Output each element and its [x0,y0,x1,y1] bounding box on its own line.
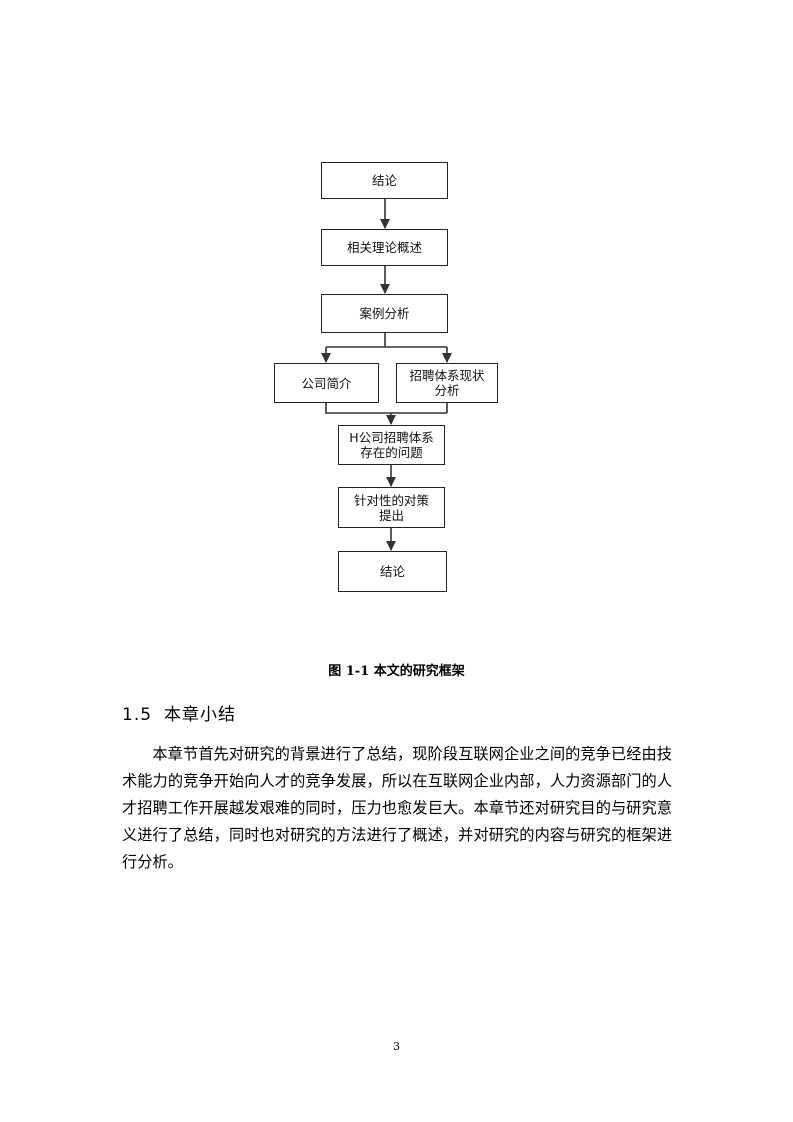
connector-4-merge [325,403,447,414]
section-title: 本章小结 [164,705,237,725]
section-number: 1.5 [122,705,153,725]
summary-paragraph: 本章节首先对研究的背景进行了总结，现阶段互联网企业之间的竞争已经由技术能力的竞争… [122,745,672,871]
flow-node-recruitment-status: 招聘体系现状 分析 [396,363,498,403]
flow-node-problems: H公司招聘体系 存在的问题 [338,425,445,465]
research-framework-flowchart [321,199,452,551]
flow-node-company-intro: 公司简介 [274,363,379,403]
connector-3-split [326,333,386,348]
flow-node-countermeasures: 针对性的对策 提出 [338,487,445,528]
flow-node-case-analysis: 案例分析 [321,294,448,333]
section-heading: 1.5 本章小结 [122,700,236,725]
flow-node-conclusion-bottom: 结论 [338,551,447,592]
flow-node-conclusion-top: 结论 [321,162,448,199]
figure-caption: 图 1-1 本文的研究框架 [328,664,465,679]
flow-node-theory-overview: 相关理论概述 [321,229,448,266]
page-number: 3 [393,1040,400,1053]
